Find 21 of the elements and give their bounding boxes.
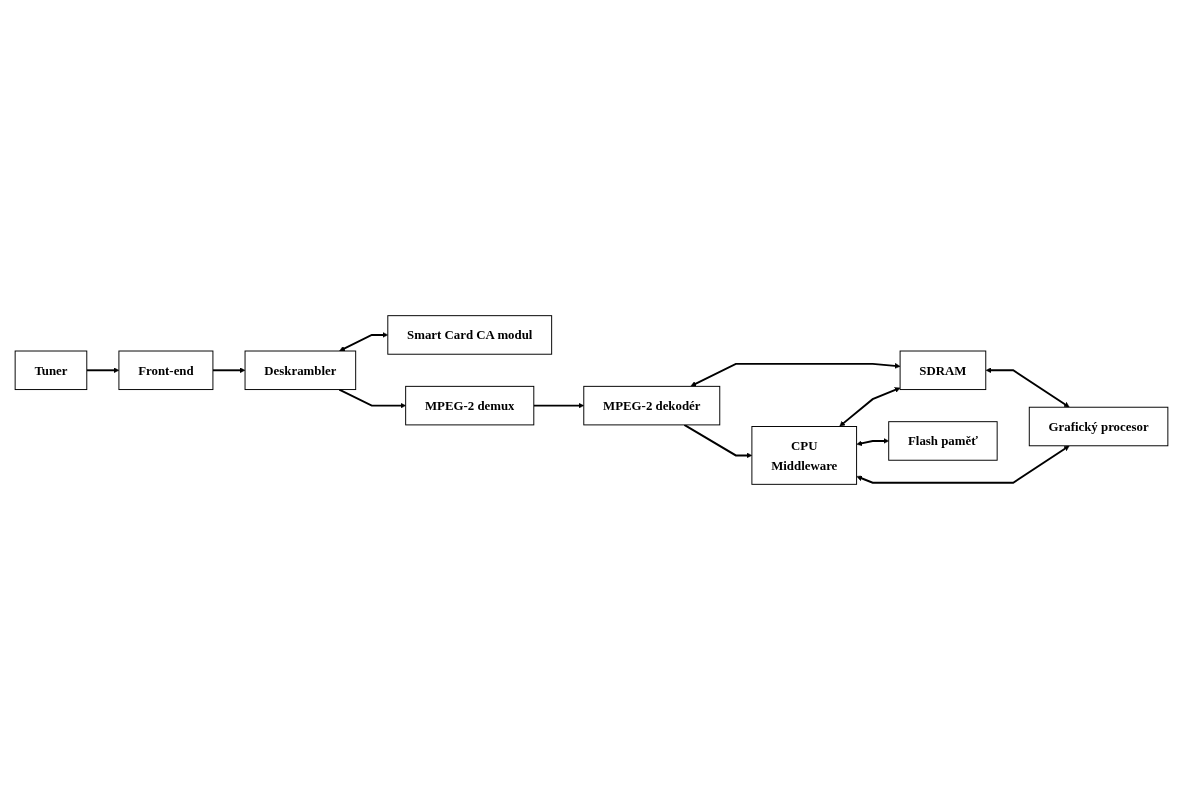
arrow <box>690 362 901 387</box>
arrow <box>339 332 389 352</box>
node-box: MPEG-2 demux <box>405 385 535 426</box>
node-box: CPU Middleware <box>751 426 858 485</box>
arrow <box>85 367 120 374</box>
node-box: Front-end <box>118 350 214 391</box>
arrow <box>211 367 246 374</box>
node-box: Deskrambler <box>244 350 357 391</box>
arrow <box>856 445 1070 484</box>
node-box: Smart Card CA modul <box>387 315 553 355</box>
node-box: SDRAM <box>899 350 987 391</box>
node-box: MPEG-2 dekodér <box>583 385 721 426</box>
arrow <box>839 387 901 427</box>
arrow <box>532 402 585 409</box>
arrow <box>683 423 753 459</box>
node-box: Grafický procesor <box>1028 406 1169 447</box>
node-box: Tuner <box>14 350 88 391</box>
arrow <box>338 388 406 409</box>
node-box: Flash paměť <box>888 421 998 461</box>
arrow <box>985 367 1070 408</box>
arrow <box>856 438 889 446</box>
